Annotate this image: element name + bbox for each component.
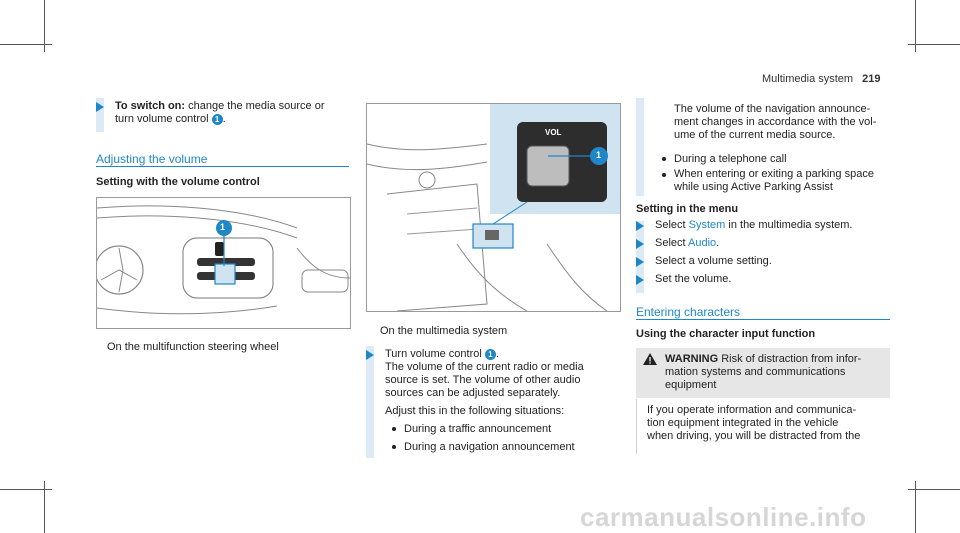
- steering-wheel-illustration: [97, 205, 350, 315]
- step-bar: [636, 98, 644, 196]
- para-line: ment changes in accordance with the vol-: [674, 116, 877, 128]
- warning-body-line: tion equipment integrated in the vehicle: [647, 417, 839, 429]
- audio-link[interactable]: Audio: [688, 237, 717, 249]
- menu-step-2: Select Audio.: [655, 237, 719, 250]
- para-line: The volume of the current radio or media: [385, 361, 584, 373]
- step-arrow-icon: [636, 239, 644, 249]
- warning-body-box: [636, 399, 891, 454]
- vol-label: VOL: [545, 128, 562, 137]
- switch-on-label: To switch on:: [115, 100, 186, 112]
- step-arrow-icon: [636, 221, 644, 231]
- warning-line: equipment: [665, 379, 717, 391]
- bullet-item: When entering or exiting a parking space…: [674, 168, 874, 194]
- step-bar: [96, 98, 104, 132]
- step-bar: [366, 346, 374, 458]
- step-text: Select: [655, 237, 686, 249]
- header-section: Multimedia system: [762, 73, 854, 85]
- para-line: source is set. The volume of other audio: [385, 374, 581, 386]
- section-title-adjusting-volume: Adjusting the volume: [96, 152, 208, 166]
- figure-callout-1: 1: [596, 150, 602, 160]
- bullet-line: When entering or exiting a parking space: [674, 168, 874, 180]
- menu-step-3: Select a volume setting.: [655, 255, 772, 267]
- menu-step-1: Select System in the multimedia system.: [655, 219, 853, 232]
- warning-label: WARNING: [665, 353, 719, 365]
- para-line: The volume of the navigation announce-: [674, 103, 871, 115]
- adjust-text: Adjust this in the following situations:: [385, 405, 565, 417]
- section-rule: [636, 319, 890, 320]
- bullet-item: During a navigation announcement: [404, 441, 575, 453]
- step-text: Turn volume control: [385, 348, 482, 360]
- subheading-menu: Setting in the menu: [636, 203, 739, 215]
- menu-step-4: Set the volume.: [655, 273, 732, 285]
- step-text: Select: [655, 219, 686, 231]
- warning-text: WARNING Risk of distraction from infor- …: [665, 353, 861, 392]
- turn-volume-step: Turn volume control 1. The volume of the…: [385, 348, 584, 399]
- warning-line: Risk of distraction from infor-: [721, 353, 862, 365]
- bullet: [662, 173, 666, 177]
- continued-text: The volume of the navigation announce- m…: [674, 103, 876, 142]
- crop-mark: [908, 44, 960, 45]
- crop-mark: [915, 0, 916, 52]
- warning-body-line: If you operate information and communica…: [647, 404, 857, 416]
- callout-badge: 1: [211, 113, 223, 125]
- para-line: sources can be adjusted separately.: [385, 387, 561, 399]
- center-console-figure: VOL 1: [366, 103, 621, 312]
- steering-wheel-figure: 1: [96, 197, 351, 329]
- watermark: carmanualsonline.info: [580, 502, 867, 532]
- step-arrow-icon: [636, 275, 644, 285]
- figure-caption-steering-wheel: On the multifunction steering wheel: [107, 341, 279, 353]
- center-console-illustration: [367, 104, 620, 311]
- step-text: in the multimedia system.: [728, 219, 853, 231]
- figure-caption-multimedia: On the multimedia system: [380, 325, 508, 337]
- warning-body: If you operate information and communica…: [647, 404, 860, 443]
- switch-on-text: change the media source or: [188, 100, 325, 112]
- warning-body-line: when driving, you will be distracted fro…: [647, 430, 861, 442]
- crop-mark: [915, 481, 916, 533]
- crop-mark: [44, 0, 45, 52]
- step-text: .: [716, 237, 720, 249]
- page-number: 219: [862, 73, 881, 85]
- figure-callout-1: 1: [220, 222, 226, 232]
- callout-badge: 1: [484, 348, 496, 360]
- crop-mark: [0, 44, 52, 45]
- para-line: ume of the current media source.: [674, 129, 836, 141]
- crop-mark: [44, 481, 45, 533]
- warning-triangle-icon: [643, 353, 657, 365]
- switch-on-text-2: turn volume control: [115, 113, 209, 125]
- step-arrow-icon: [636, 257, 644, 267]
- bullet: [392, 427, 396, 431]
- system-link[interactable]: System: [688, 219, 726, 231]
- step-arrow-icon: [366, 350, 374, 360]
- subheading-volume-control: Setting with the volume control: [96, 176, 260, 188]
- crop-mark: [908, 489, 960, 490]
- step-arrow-icon: [96, 102, 104, 112]
- section-rule: [96, 166, 349, 167]
- bullet-line: while using Active Parking Assist: [674, 181, 833, 193]
- subheading-character-input: Using the character input function: [636, 328, 816, 340]
- warning-line: mation systems and communications: [665, 366, 846, 378]
- crop-mark: [0, 489, 52, 490]
- warning-box: [636, 348, 890, 398]
- bullet: [662, 157, 666, 161]
- running-header: Multimedia system 219: [762, 73, 881, 85]
- bullet: [392, 445, 396, 449]
- section-title-entering-characters: Entering characters: [636, 305, 741, 319]
- bullet-item: During a traffic announcement: [404, 423, 552, 435]
- switch-on-step: To switch on: change the media source or…: [115, 100, 325, 125]
- bullet-item: During a telephone call: [674, 153, 787, 165]
